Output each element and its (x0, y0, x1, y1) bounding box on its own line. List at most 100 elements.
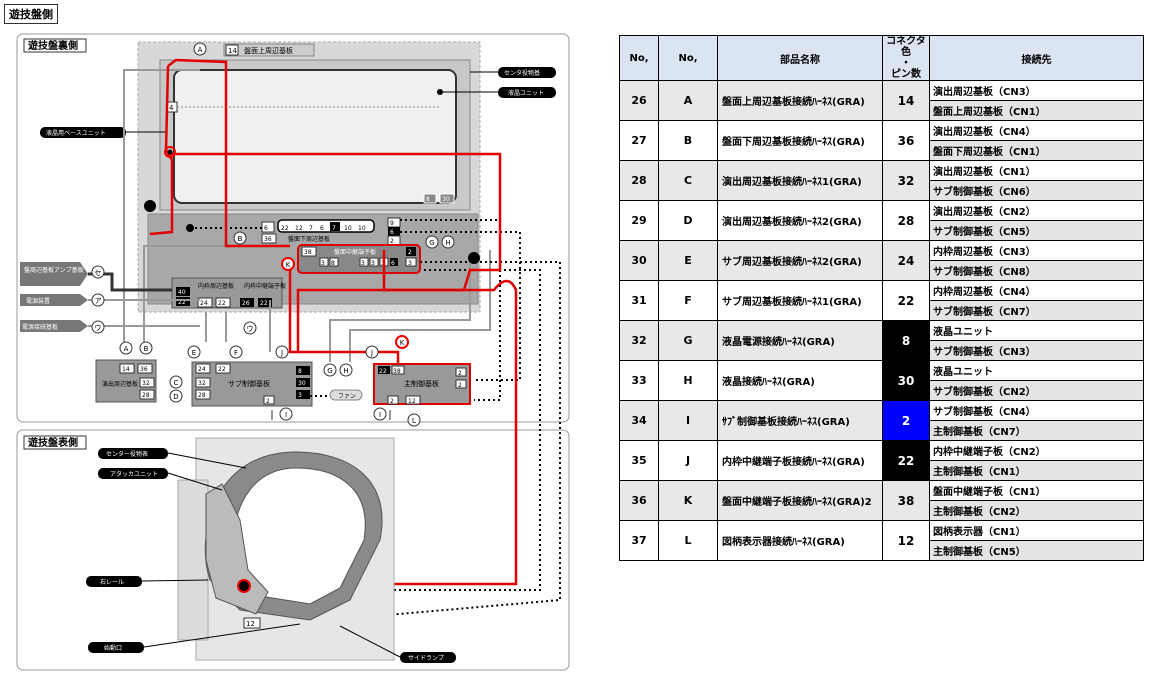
lcd-unit-label: 液晶ユニット (508, 89, 544, 97)
marker-u: ウ (95, 324, 102, 332)
bottom-board-label: 盤面下周辺基板 (288, 235, 330, 243)
row-no: 37 (619, 520, 659, 561)
bottom-pin-2: 22 (281, 225, 289, 232)
row-destination-1: 演出周辺基板（CN3） (929, 80, 1144, 101)
side-lamp-label: サイドランプ (408, 655, 444, 662)
perf-board-label: 演出周辺基板 (102, 380, 138, 388)
row-code: A (658, 80, 718, 121)
right-stack-3: 2 (390, 238, 394, 245)
row-destination-1: 内枠中継端子板（CN2） (929, 440, 1144, 461)
row-part-name: 図柄表示器接続ﾊｰﾈｽ(GRA) (717, 520, 883, 561)
main-pin-5: 2 (390, 398, 394, 405)
lcd-base-label: 液晶用ベースユニット (46, 129, 106, 137)
table-row-sub: 主制御基板（CN2） (620, 500, 1144, 521)
bottom-pin-6: 7 (332, 225, 336, 232)
row-no: 27 (619, 120, 659, 161)
row-code: E (658, 240, 718, 281)
sub-pin-6: 30 (298, 380, 306, 387)
relay-lower-1: 3 (321, 260, 325, 267)
row-no: 29 (619, 200, 659, 241)
row-destination-1: 演出周辺基板（CN2） (929, 200, 1144, 221)
row-destination-2: サブ制御基板（CN7） (929, 300, 1144, 321)
table-header-row: No, No, 部品名称 コネクタ色 ・ ピン数 接続先 (619, 35, 1144, 81)
row-destination-1: サブ制御基板（CN4） (929, 400, 1144, 421)
perf-pin-1: 14 (122, 366, 130, 373)
marker-F: F (234, 349, 238, 357)
marker-H: H (445, 239, 450, 247)
sub-pin-2: 22 (218, 366, 226, 373)
row-destination-2: 主制御基板（CN5） (929, 540, 1144, 561)
sub-pin-1: 24 (198, 366, 206, 373)
row-pin-count: 2 (882, 400, 930, 441)
row-pin-count: 8 (882, 320, 930, 361)
relay-lower-4: 3 (371, 260, 375, 267)
relay-lower-2: 8 (331, 260, 335, 267)
row-pin-count: 30 (882, 360, 930, 401)
relay-board-label: 盤面中継端子板 (334, 248, 376, 256)
top-board-label: 盤面上周辺基板 (244, 46, 293, 55)
row-no: 26 (619, 80, 659, 121)
row-code: D (658, 200, 718, 241)
row-part-name: 盤面中継端子板接続ﾊｰﾈｽ(GRA)2 (717, 480, 883, 521)
inner-pin-2: 22 (178, 299, 186, 306)
marker-A2: A (124, 345, 129, 353)
marker-L: L (412, 417, 416, 425)
inner-pin-5: 26 (242, 300, 250, 307)
row-destination-2: サブ制御基板（CN2） (929, 380, 1144, 401)
main-pin-6: 12 (408, 398, 416, 405)
power-relay-label: 電源接続基板 (22, 323, 58, 331)
row-no: 28 (619, 160, 659, 201)
row-part-name: 内枠中継端子板接続ﾊｰﾈｽ(GRA) (717, 440, 883, 481)
marker-K: K (286, 261, 291, 269)
lcd-small-pin-1: 8 (426, 196, 430, 203)
inner-pin-1: 40 (178, 289, 186, 296)
header-pins-line1: コネクタ色 (886, 36, 926, 58)
row-pin-count: 24 (882, 240, 930, 281)
header-no1: No, (619, 35, 659, 81)
row-code: C (658, 160, 718, 201)
bottom-pin-5: 6 (320, 225, 324, 232)
marker-B2: B (144, 345, 149, 353)
header-pins: コネクタ色 ・ ピン数 (882, 35, 930, 81)
front-section-title: 遊技盤表側 (28, 436, 78, 449)
marker-se: セ (95, 269, 102, 277)
row-code: I (658, 400, 718, 441)
perf-pin-2: 36 (140, 366, 148, 373)
row-destination-1: 盤面中継端子板（CN1） (929, 480, 1144, 501)
inner-pin-6: 22 (260, 300, 268, 307)
row-part-name: 演出周辺基板接続ﾊｰﾈｽ1(GRA) (717, 160, 883, 201)
front-panel: 12 (177, 437, 395, 661)
row-destination-1: 内枠周辺基板（CN4） (929, 280, 1144, 301)
row-destination-1: 内枠周辺基板（CN3） (929, 240, 1144, 261)
back-section-title: 遊技盤裏側 (28, 39, 78, 52)
attacker-label: アタッカユニット (110, 470, 158, 478)
lcd-unit (173, 69, 457, 204)
relay-lower-7: 3 (408, 260, 412, 267)
marker-J2: J (370, 349, 373, 357)
table-row-sub: サブ制御基板（CN6） (620, 180, 1144, 201)
inner-pin-4: 22 (218, 300, 226, 307)
row-pin-count: 38 (882, 480, 930, 521)
header-pins-line2: ・ (901, 58, 911, 69)
row-pin-count: 22 (882, 440, 930, 481)
main-pin-4: 2 (458, 382, 462, 389)
bottom-pin-8: 10 (358, 225, 366, 232)
bottom-pin-4: 7 (309, 225, 313, 232)
sub-pin-4: 28 (198, 392, 206, 399)
row-destination-2: 主制御基板（CN7） (929, 420, 1144, 441)
row-pin-count: 14 (882, 80, 930, 121)
marker-G2: G (327, 367, 332, 375)
row-code: G (658, 320, 718, 361)
lcd-pin: 4 (169, 104, 174, 112)
row-destination-2: 盤面上周辺基板（CN1） (929, 100, 1144, 121)
header-dest: 接続先 (929, 35, 1144, 81)
row-destination-2: サブ制御基板（CN3） (929, 340, 1144, 361)
